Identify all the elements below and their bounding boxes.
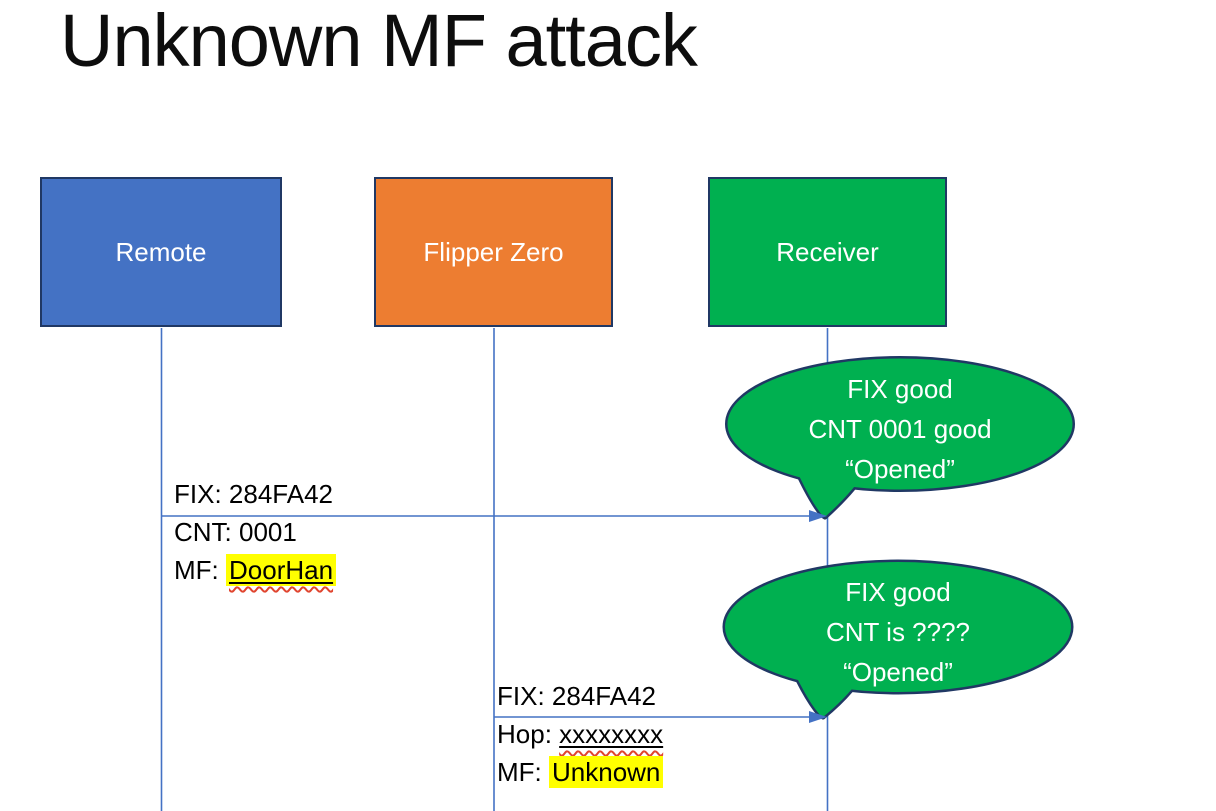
actor-label-flipper-zero: Flipper Zero (423, 236, 564, 267)
message-2-mf-line: MF: Unknown (497, 753, 664, 791)
message-1-mf-prefix: MF: (174, 555, 226, 585)
arrowhead-icon (809, 711, 827, 723)
message-1-mf-line: MF: DoorHan (174, 551, 337, 589)
bubble-1-line-1: FIX good (847, 374, 953, 404)
highlighted-text: Unknown (549, 756, 664, 788)
speech-bubble-2 (722, 559, 1074, 720)
page-title: Unknown MF attack (60, 0, 698, 82)
message-2-hop-value: xxxxxxxx (559, 719, 664, 749)
message-arrow-2 (494, 711, 827, 723)
bubble-1-line-3: “Opened” (845, 454, 955, 484)
message-1-label: FIX: 284FA42 CNT: 0001 MF: DoorHan (174, 475, 337, 589)
actor-box-remote: Remote (40, 177, 282, 327)
actor-box-receiver: Receiver (708, 177, 947, 327)
bubble-2-line-2: CNT is ???? (825, 617, 971, 647)
message-1-mf-value: DoorHan (229, 555, 334, 585)
bubble-2-line-1: FIX good (845, 577, 951, 607)
actor-box-flipper-zero: Flipper Zero (374, 177, 613, 327)
bubble-1-line-2: CNT 0001 good (808, 414, 992, 444)
speech-bubble-2-text: FIX good CNT is ???? “Opened” (726, 572, 1070, 692)
actor-label-remote: Remote (115, 236, 207, 267)
actor-label-receiver: Receiver (776, 236, 879, 267)
arrowhead-icon (809, 510, 827, 522)
message-2-hop-prefix: Hop: (497, 719, 560, 749)
speech-bubble-1-text: FIX good CNT 0001 good “Opened” (728, 369, 1072, 489)
message-1-fix-line: FIX: 284FA42 (174, 479, 333, 509)
speech-bubble-1 (725, 356, 1075, 520)
message-1-cnt-line: CNT: 0001 (174, 517, 297, 547)
bubble-2-line-3: “Opened” (843, 657, 953, 687)
message-2-fix-line: FIX: 284FA42 (497, 681, 656, 711)
message-2-mf-prefix: MF: (497, 757, 549, 787)
highlighted-text: DoorHan (226, 554, 337, 586)
message-2-hop-line: Hop: xxxxxxxx (497, 715, 663, 753)
message-2-label: FIX: 284FA42 Hop: xxxxxxxx MF: Unknown (497, 677, 664, 791)
message-arrow-1 (161, 510, 827, 522)
